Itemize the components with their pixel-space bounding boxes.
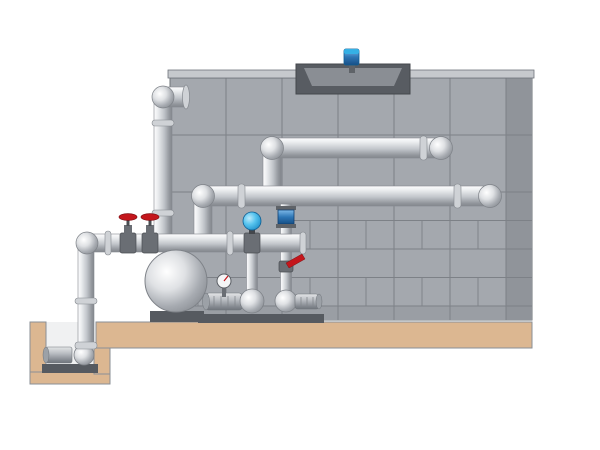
inline-strainer [144,249,208,313]
drop-pipe-collar [74,297,98,305]
gate-valve-2-bonnet [146,225,154,234]
pump-1-motor-fins [213,296,236,307]
skid-base [198,314,324,323]
level-sensor [343,48,360,73]
gate-valve-1-handwheel [118,213,138,221]
sensor-cap [344,49,359,54]
gate-valve-2-handwheel [140,213,160,221]
blue-valve-flange-top [276,206,296,210]
upper-distribution-pipe [271,137,443,159]
lower-pipe-collar-1 [237,183,246,209]
gate-valve-1-body [119,232,137,254]
actuated-butterfly-valve [242,211,262,254]
tank-side-shade [506,78,532,320]
pressure-gauge [216,273,232,297]
header-end-flange [299,231,307,255]
lower-pipe-left-elbow [191,184,215,208]
sump-pump-motor-cap [42,346,50,364]
header-collar-1 [104,230,112,256]
pump-1-motor-cap [202,292,210,311]
gauge-needle [223,275,229,282]
sump-pump-base [42,364,98,373]
upper-pipe-left-elbow [260,136,284,160]
upper-pipe-collar [419,135,428,161]
pump-1-volute [239,288,265,314]
overhead-piping [151,84,502,244]
riser-collar-2 [151,209,175,217]
riser-top-flange [182,84,190,110]
header-left-elbow [75,231,99,255]
gate-valve-2 [140,213,160,254]
sensor-stem [349,64,355,73]
lower-distribution-pipe [201,185,493,207]
blue-actuator [242,211,262,231]
gate-valve-2-stem [148,218,152,226]
sump-pump-motor [45,346,73,364]
lower-pipe-collar-2 [453,183,462,209]
header-collar-2 [226,230,234,256]
gauge-stem [222,287,226,297]
pump-skid [144,203,324,323]
gate-valve-1 [118,213,138,254]
upper-pipe-right-cap [429,136,453,160]
gate-valve-2-body [141,232,159,254]
riser-top-elbow [151,85,175,109]
suction-header-group [74,213,307,350]
concrete-slab [95,321,533,349]
external-riser-pipe [153,96,173,244]
drop-pipe-flange [74,341,98,350]
pit-drop-pipe [77,242,95,348]
sump-pump [42,344,98,373]
lever-handle [285,253,306,269]
red-lever-valve [278,253,306,273]
blue-globe-valve [276,206,296,228]
opening-inner-wall [304,68,402,86]
strainer-feet [150,311,204,322]
butterfly-valve-body [243,232,261,254]
suction-header [86,233,304,253]
blue-valve-body [277,209,295,225]
pump-2-volute [274,289,298,313]
pump-2-motor-cap [315,293,323,310]
riser-collar-1 [151,119,175,127]
pump-2-motor-fins [300,297,314,306]
gate-valve-1-stem [126,218,130,226]
blue-valve-flange-bottom [276,224,296,228]
lower-pipe-right-cap [478,184,502,208]
gate-valve-1-bonnet [124,225,132,234]
